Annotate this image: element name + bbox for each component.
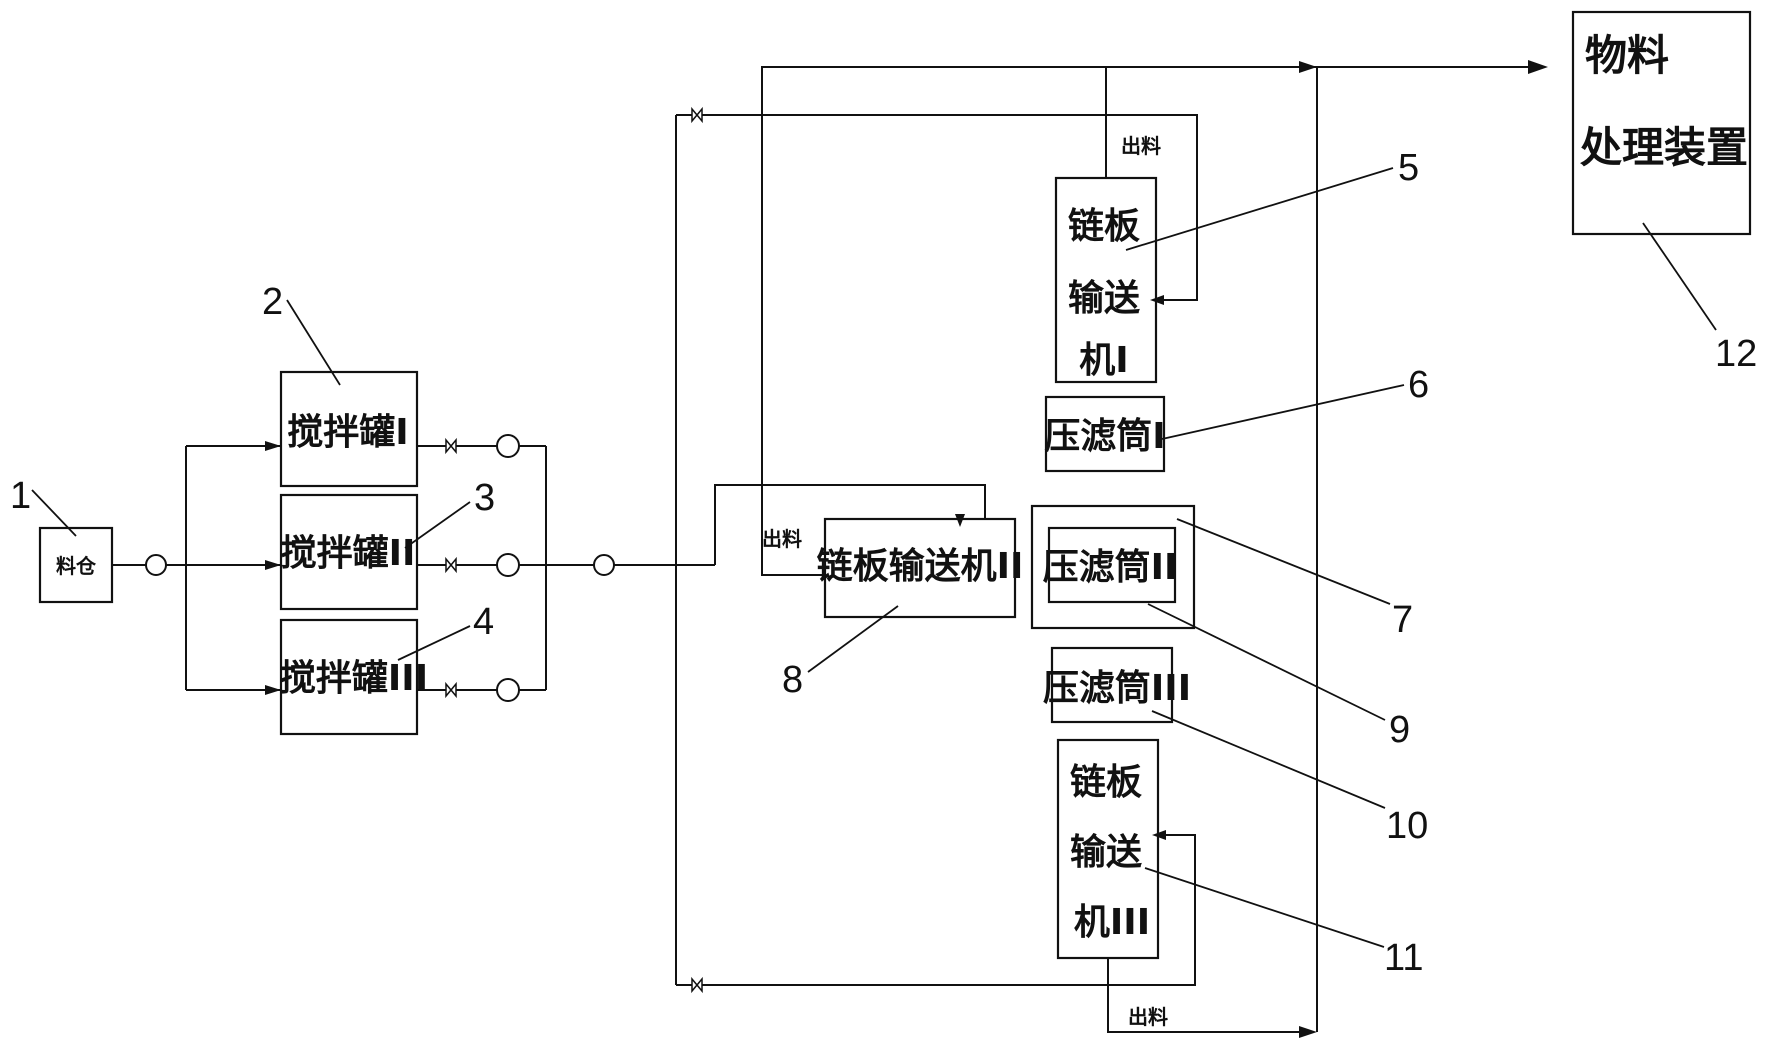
filter3-box — [1050, 646, 1174, 724]
conveyor3-label-line3: 机III — [1074, 902, 1150, 943]
conveyor2-feed-arrow-icon — [955, 514, 965, 527]
bottom-header-arrow-icon — [1299, 1026, 1317, 1038]
filter2-outer-box — [1030, 504, 1196, 630]
callout-5: 5 — [1398, 147, 1419, 189]
leader-6 — [1161, 384, 1405, 440]
callout-6: 6 — [1408, 364, 1429, 406]
top-return-line — [676, 114, 1198, 301]
bin-label: 料仓 — [56, 554, 97, 578]
leader-5 — [1125, 167, 1394, 251]
tank2-label: 搅拌罐II — [281, 533, 416, 574]
conveyor2-feed-line — [714, 484, 986, 565]
leader-7 — [1176, 518, 1391, 605]
callout-3: 3 — [474, 477, 495, 519]
tank3-label: 搅拌罐III — [280, 658, 428, 699]
processor-label-line2: 处理装置 — [1580, 123, 1748, 172]
main-pump-icon — [593, 554, 615, 576]
conveyor1-label-line3: 机I — [1079, 340, 1128, 381]
leader-2 — [286, 299, 341, 386]
discharge-label-1: 出料 — [1121, 134, 1161, 158]
leader-9 — [1147, 603, 1386, 721]
filter3-label: 压滤筒III — [1043, 668, 1191, 709]
tank2-valve-icon — [445, 556, 457, 574]
tank2-pump-icon — [496, 553, 520, 577]
bottom-return-line — [676, 834, 1196, 986]
processor-box — [1571, 10, 1752, 236]
conveyor2-label: 链板输送机II — [817, 546, 1024, 587]
callout-10: 10 — [1386, 805, 1428, 847]
tank1-inlet-arrow-icon — [265, 441, 281, 451]
conveyor2-box — [823, 517, 1017, 619]
conveyor3-label-line2: 输送 — [1070, 832, 1142, 873]
tank2-inlet-arrow-icon — [265, 560, 281, 570]
conveyor1-label-line1: 链板 — [1068, 206, 1140, 247]
feed-pump-icon — [145, 554, 167, 576]
leader-1 — [31, 489, 77, 537]
top-header-arrow-icon — [1299, 61, 1317, 73]
callout-12: 12 — [1715, 333, 1757, 375]
leader-12 — [1642, 222, 1717, 331]
callout-8: 8 — [782, 659, 803, 701]
callout-4: 4 — [473, 601, 494, 643]
discharge-label-3: 出料 — [1128, 1005, 1168, 1029]
leader-11 — [1144, 867, 1385, 948]
processor-label-line1: 物料 — [1585, 31, 1669, 80]
tank1-pump-icon — [496, 434, 520, 458]
conveyor3-label-line1: 链板 — [1070, 762, 1142, 803]
filter1-box — [1044, 395, 1166, 473]
tank1-valve-icon — [445, 437, 457, 455]
bottom-return-valve-icon — [691, 976, 703, 994]
conveyor3-feed-arrow-icon — [1152, 830, 1166, 840]
filter1-label: 压滤筒I — [1044, 416, 1165, 457]
leader-10 — [1151, 710, 1386, 809]
leader-4 — [397, 625, 471, 661]
conveyor1-feed-arrow-icon — [1150, 295, 1164, 305]
discharge-label-2: 出料 — [762, 527, 802, 551]
tank3-box — [279, 618, 419, 736]
tank1-label: 搅拌罐I — [287, 412, 408, 453]
callout-7: 7 — [1392, 599, 1413, 641]
leader-8 — [807, 605, 899, 673]
conveyor1-label-line2: 输送 — [1068, 278, 1140, 319]
processor-inlet-arrow-icon — [1528, 60, 1548, 74]
callout-1: 1 — [10, 475, 31, 517]
tank2-box — [279, 493, 419, 611]
tank3-pump-icon — [496, 678, 520, 702]
tank3-inlet-arrow-icon — [265, 685, 281, 695]
callout-2: 2 — [262, 281, 283, 323]
tank1-box — [279, 370, 419, 488]
tank3-valve-icon — [445, 681, 457, 699]
callout-11: 11 — [1384, 937, 1423, 979]
leader-3 — [404, 501, 471, 549]
callout-9: 9 — [1389, 709, 1410, 751]
conveyor3-discharge-line — [1107, 958, 1310, 1033]
conveyor2-discharge-line — [761, 66, 1317, 576]
filter2-box — [1047, 526, 1177, 604]
filter2-label: 压滤筒II — [1043, 547, 1178, 588]
top-return-valve-icon — [691, 106, 703, 124]
